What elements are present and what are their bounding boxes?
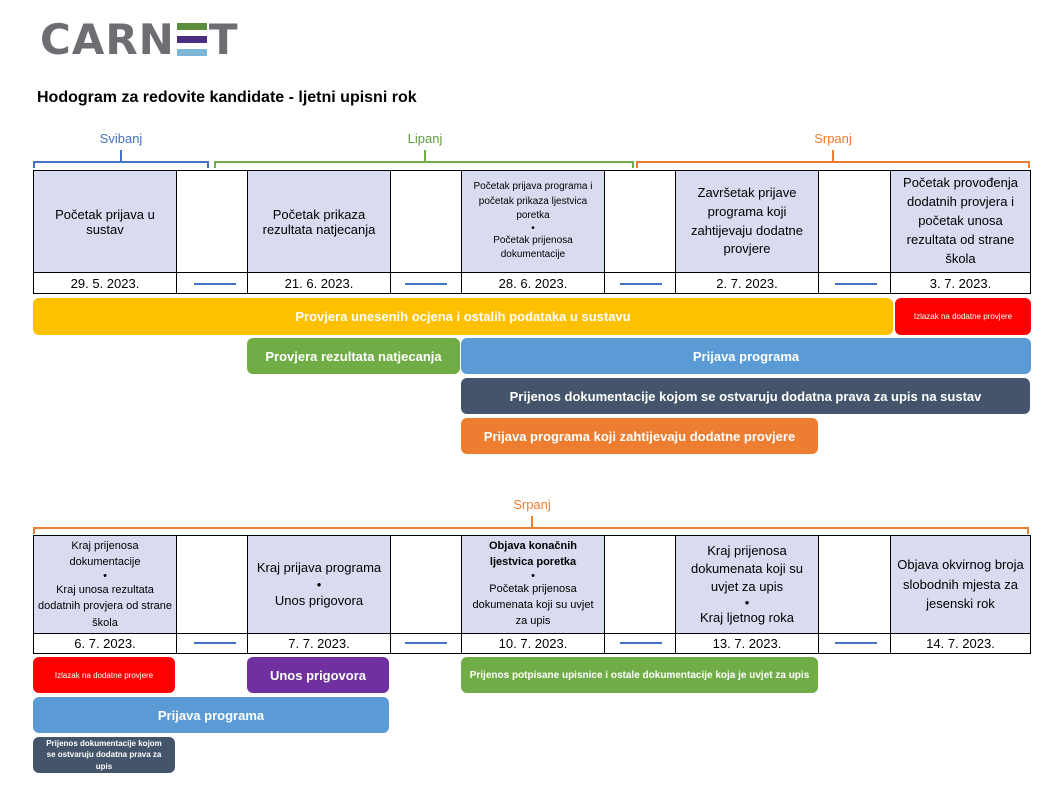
brace-tick (424, 150, 426, 162)
month-brace-july (636, 161, 1030, 168)
milestone-text: Završetak prijave programa koji zahtijev… (690, 184, 804, 257)
milestone-text: Početak prijava u sustav (55, 206, 155, 237)
gap-cell (176, 535, 248, 634)
month-brace-july (33, 527, 1029, 534)
activity-bar: Prijava programa (461, 338, 1031, 374)
bullet: • (103, 569, 107, 582)
month-brace-june (214, 161, 634, 168)
gap-cell (604, 170, 676, 273)
milestone-cell: Kraj prijenosa dokumenata koji su uvjet … (675, 535, 819, 634)
connector-line (835, 283, 877, 285)
connector-line (620, 642, 662, 644)
month-brace-may (33, 161, 209, 168)
bullet: • (316, 577, 322, 592)
connector-line (620, 283, 662, 285)
activity-bar: Prijenos potpisane upisnice i ostale dok… (461, 657, 818, 693)
month-label-july: Srpanj (513, 497, 551, 512)
date-cell: 10. 7. 2023. (461, 633, 605, 654)
brace-tick (832, 150, 834, 162)
gap-cell (818, 535, 891, 634)
carnet-logo: CARN T (40, 14, 238, 64)
gap-cell (390, 535, 462, 634)
connector-line (194, 283, 236, 285)
month-label-june: Lipanj (407, 131, 443, 146)
milestone-cell: Objava okvirnog broja slobodnih mjesta z… (890, 535, 1031, 634)
milestone-cell: Kraj prijava programa • Unos prigovora (247, 535, 391, 634)
date-cell: 7. 7. 2023. (247, 633, 391, 654)
connector-line (405, 642, 447, 644)
logo-text-right: T (208, 14, 239, 64)
gap-cell (390, 170, 462, 273)
milestone-text: Kraj prijenosa dokumenata koji su uvjet … (690, 542, 803, 594)
milestone-text: Kraj prijenosa dokumentacije (69, 539, 141, 569)
date-cell: 13. 7. 2023. (675, 633, 819, 654)
month-label-may: Svibanj (99, 131, 143, 146)
milestone-text: Kraj ljetnog roka (700, 610, 794, 626)
month-label-july: Srpanj (814, 131, 852, 146)
milestone-text: Početak prijenosa dokumentacije (493, 234, 573, 261)
date-cell: 28. 6. 2023. (461, 272, 605, 294)
gap-cell (176, 170, 248, 273)
bullet: • (744, 595, 750, 611)
activity-bar: Izlazak na dodatne provjere (895, 298, 1031, 335)
milestone-cell: Početak provođenja dodatnih provjera i p… (890, 170, 1031, 273)
logo-e-bars (176, 22, 207, 56)
date-cell: 3. 7. 2023. (890, 272, 1031, 294)
logo-text-left: CARN (40, 14, 175, 64)
milestone-cell: Objava konačnih ljestvica poretka • Poče… (461, 535, 605, 634)
date-cell: 2. 7. 2023. (675, 272, 819, 294)
milestone-text: Početak provođenja dodatnih provjera i p… (903, 175, 1018, 266)
milestone-text: Objava okvirnog broja slobodnih mjesta z… (897, 557, 1024, 612)
date-cell: 14. 7. 2023. (890, 633, 1031, 654)
page-title: Hodogram za redovite kandidate - ljetni … (37, 89, 417, 106)
milestone-cell: Kraj prijenosa dokumentacije • Kraj unos… (33, 535, 177, 634)
connector-line (835, 642, 877, 644)
milestone-cell: Početak prijava programa i početak prika… (461, 170, 605, 273)
milestone-text: Početak prijenosa dokumenata koji su uvj… (472, 583, 594, 627)
activity-bar: Prijenos dokumentacije kojom se ostvaruj… (461, 378, 1030, 414)
milestone-text: Početak prikaza rezultata natjecanja (262, 206, 376, 237)
connector-line (194, 642, 236, 644)
brace-tick (531, 516, 533, 528)
activity-bar: Prijava programa (33, 697, 389, 733)
milestone-cell: Završetak prijave programa koji zahtijev… (675, 170, 819, 273)
activity-bar: Izlazak na dodatne provjere (33, 657, 175, 693)
milestone-text: Unos prigovora (274, 593, 364, 608)
milestone-cell: Početak prijava u sustav (33, 170, 177, 273)
gap-cell (604, 535, 676, 634)
date-cell: 6. 7. 2023. (33, 633, 177, 654)
activity-bar: Unos prigovora (247, 657, 389, 693)
milestone-text: Kraj unosa rezultata dodatnih provjera o… (38, 583, 172, 629)
activity-bar: Provjera unesenih ocjena i ostalih podat… (33, 298, 893, 335)
date-cell: 29. 5. 2023. (33, 272, 177, 294)
connector-line (405, 283, 447, 285)
brace-tick (120, 150, 122, 162)
bullet: • (531, 570, 535, 583)
date-cell: 21. 6. 2023. (247, 272, 391, 294)
activity-bar: Provjera rezultata natjecanja (247, 338, 460, 374)
milestone-text: Početak prijava programa i početak prika… (473, 181, 593, 222)
gap-cell (818, 170, 891, 273)
milestone-text: Objava konačnih ljestvica poretka (488, 540, 578, 569)
bullet: • (531, 222, 535, 234)
milestone-cell: Početak prikaza rezultata natjecanja (247, 170, 391, 273)
activity-bar: Prijava programa koji zahtijevaju dodatn… (461, 418, 818, 454)
milestone-text: Kraj prijava programa (256, 559, 382, 575)
activity-bar: Prijenos dokumentacije kojom se ostvaruj… (33, 737, 175, 773)
